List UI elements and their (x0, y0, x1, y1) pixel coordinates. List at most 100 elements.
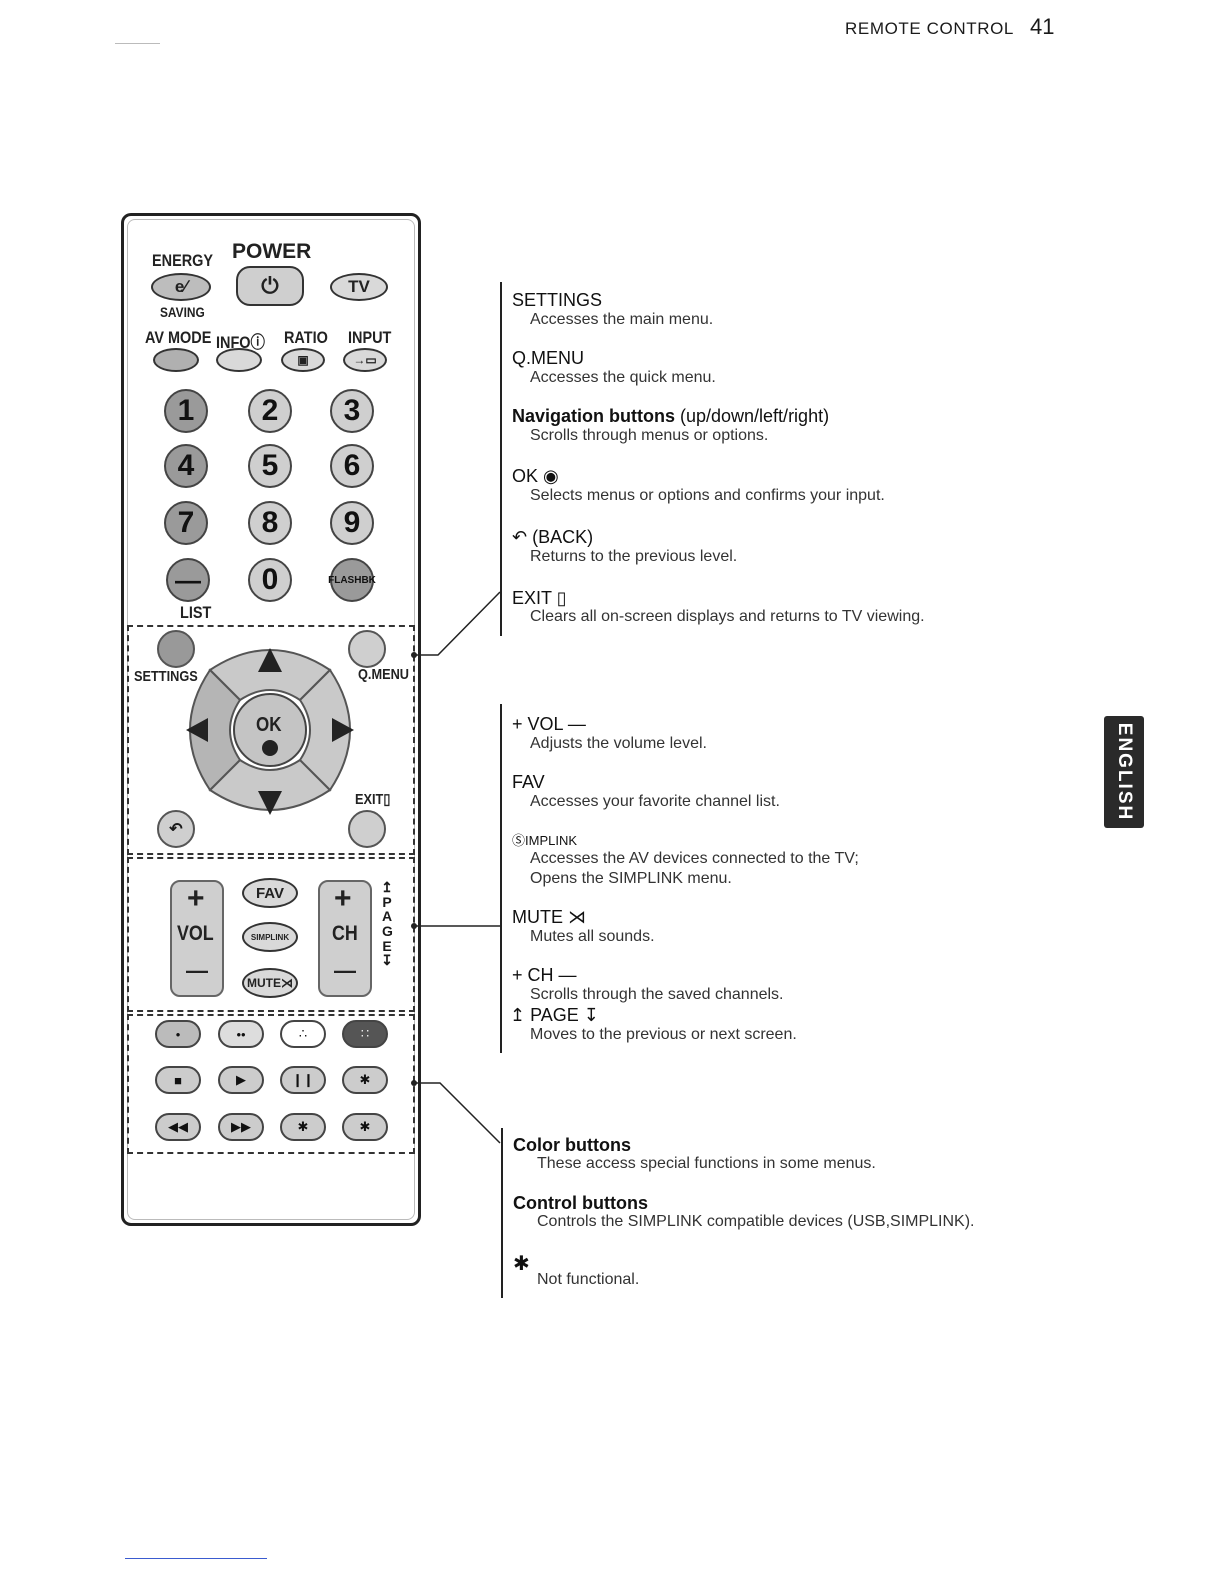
navigation-group-outline (127, 625, 415, 855)
tv-button[interactable]: TV (330, 273, 388, 301)
back-entry-desc: Returns to the previous level. (530, 548, 738, 565)
qmenu-button[interactable] (348, 630, 386, 668)
dash-icon: — (175, 564, 201, 595)
pause-icon: ❙❙ (292, 1072, 314, 1087)
mute-button[interactable]: MUTE⋊ (242, 968, 298, 998)
number-button-6[interactable]: 6 (330, 444, 374, 488)
channel-label: CH (332, 922, 358, 945)
ratio-button[interactable]: ▣ (281, 348, 325, 372)
left-arrow-icon (186, 718, 208, 742)
input-label: INPUT (348, 328, 392, 347)
play-icon: ▶ (236, 1072, 246, 1087)
up-arrow-icon (258, 648, 282, 672)
channel-minus-label: — (334, 958, 356, 983)
flashback-button[interactable]: FLASHBK (328, 558, 376, 602)
fav-entry-title: FAV (512, 772, 545, 792)
ok-entry-title: OK ◉ (512, 466, 559, 486)
color-buttons-entry-desc: These access special functions in some m… (537, 1155, 876, 1172)
exit-button[interactable] (348, 810, 386, 848)
rewind-button[interactable]: ◀◀ (155, 1113, 201, 1141)
one-dot-icon: • (175, 1026, 181, 1042)
green-color-button[interactable]: •• (218, 1020, 264, 1048)
page-entry-title: ↥ PAGE ↧ (510, 1005, 599, 1025)
list-label: LIST (180, 603, 212, 622)
ok-label: OK (256, 714, 282, 736)
info-button[interactable] (216, 348, 262, 372)
number-button-9[interactable]: 9 (330, 501, 374, 545)
qmenu-entry-title: Q.MENU (512, 348, 584, 368)
page-number: 41 (1030, 14, 1055, 39)
ok-dot-icon (262, 740, 278, 756)
asterisk-entry-desc: Not functional. (537, 1271, 640, 1288)
asterisk-button-3[interactable]: ✱ (342, 1113, 388, 1141)
input-button[interactable]: →▭ (343, 348, 387, 372)
asterisk-button-2[interactable]: ✱ (280, 1113, 326, 1141)
right-arrow-icon (332, 718, 354, 742)
control-buttons-entry-title: Control buttons (513, 1193, 648, 1213)
number-button-2[interactable]: 2 (248, 389, 292, 433)
simplink-entry-desc-2: Opens the SIMPLINK menu. (530, 870, 732, 887)
play-button[interactable]: ▶ (218, 1066, 264, 1094)
tv-button-label: TV (348, 277, 370, 296)
nav-right-button[interactable] (298, 668, 351, 792)
fav-button-label: FAV (255, 884, 285, 902)
list-button[interactable]: — (166, 558, 210, 602)
number-button-7[interactable]: 7 (164, 501, 208, 545)
two-dot-icon: •• (236, 1026, 246, 1042)
ratio-label: RATIO (284, 328, 328, 347)
settings-entry-title: SETTINGS (512, 290, 603, 310)
footer-rule (125, 1558, 267, 1559)
fav-entry-desc: Accesses your favorite channel list. (530, 793, 780, 810)
page-entry-desc: Moves to the previous or next screen. (530, 1026, 797, 1043)
ok-button[interactable] (233, 693, 307, 767)
info-label: INFOⓘ (216, 333, 265, 352)
yellow-color-button[interactable]: ∴ (280, 1020, 326, 1048)
fast-forward-button[interactable]: ▶▶ (218, 1113, 264, 1141)
blue-color-button[interactable]: ∷ (342, 1020, 388, 1048)
mute-entry-title: MUTE ⋊ (512, 907, 586, 927)
page-up-arrow-icon: ↥ (381, 879, 393, 895)
down-arrow-icon (258, 791, 282, 815)
navigation-entry-desc: Scrolls through menus or options. (530, 427, 769, 444)
volume-rocker[interactable] (170, 880, 224, 997)
av-mode-button[interactable] (153, 348, 199, 372)
number-button-0[interactable]: 0 (248, 558, 292, 602)
rewind-icon: ◀◀ (168, 1119, 188, 1134)
channel-rocker[interactable] (318, 880, 372, 997)
asterisk-button-1[interactable]: ✱ (342, 1066, 388, 1094)
channel-entry-desc: Scrolls through the saved channels. (530, 986, 784, 1003)
volume-channel-group-outline (127, 857, 415, 1012)
energy-label: ENERGY (152, 251, 214, 270)
saving-label: SAVING (160, 304, 205, 320)
fav-button[interactable]: FAV (242, 878, 298, 908)
back-button[interactable]: ↶ (157, 810, 195, 848)
nav-left-button[interactable] (189, 668, 242, 792)
navigation-entry-title-bold: Navigation buttons (512, 406, 675, 426)
simplink-button-label: SIMPLINK (250, 932, 290, 942)
av-mode-label: AV MODE (145, 328, 212, 347)
number-button-8[interactable]: 8 (248, 501, 292, 545)
page-label: PAGE (382, 893, 393, 954)
mute-button-label: MUTE⋊ (247, 976, 293, 990)
power-label: POWER (232, 240, 312, 263)
red-color-button[interactable]: • (155, 1020, 201, 1048)
page-down-arrow-icon: ↧ (381, 952, 393, 969)
stop-button[interactable]: ■ (155, 1066, 201, 1094)
power-button[interactable]: ⏻ (236, 266, 304, 306)
energy-saving-button[interactable]: e∕ (151, 273, 211, 301)
volume-entry-desc: Adjusts the volume level. (530, 735, 707, 752)
mute-entry-desc: Mutes all sounds. (530, 928, 655, 945)
pause-button[interactable]: ❙❙ (280, 1066, 326, 1094)
simplink-button[interactable]: SIMPLINK (242, 922, 298, 952)
section-title: REMOTE CONTROL (845, 19, 1014, 38)
number-button-1[interactable]: 1 (164, 389, 208, 433)
asterisk-entry-title: ✱ (513, 1253, 530, 1275)
fast-forward-icon: ▶▶ (231, 1119, 251, 1134)
settings-button[interactable] (157, 630, 195, 668)
number-button-3[interactable]: 3 (330, 389, 374, 433)
navigation-pad (186, 648, 354, 815)
channel-entry-title: + CH — (512, 965, 577, 985)
number-button-4[interactable]: 4 (164, 444, 208, 488)
number-button-5[interactable]: 5 (248, 444, 292, 488)
